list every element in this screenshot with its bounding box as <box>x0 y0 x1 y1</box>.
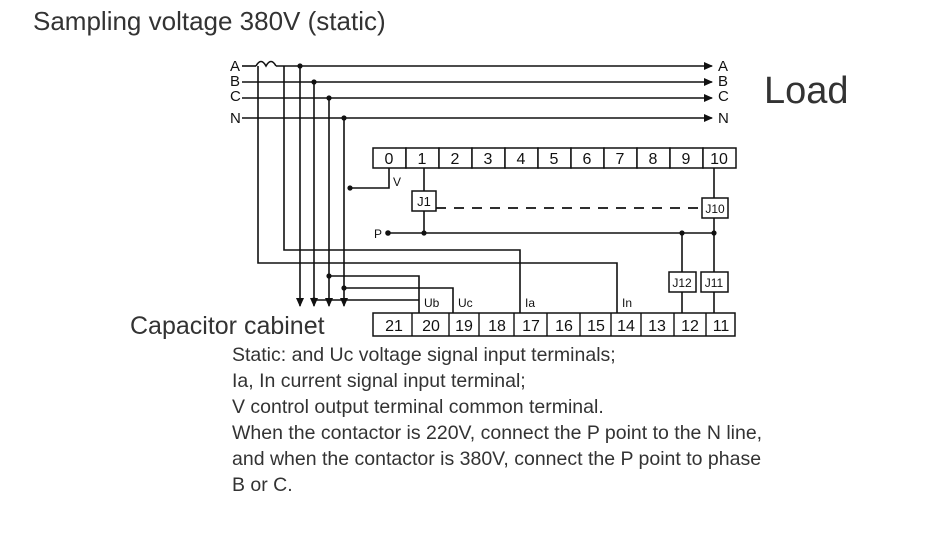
phase-a-out-label: A <box>718 58 728 75</box>
dot-p-j12 <box>679 230 685 236</box>
bottom-terminal-strip: 21 20 19 18 17 16 15 14 13 12 11 <box>372 312 736 337</box>
dot-b-sense <box>311 297 317 303</box>
junction-dots <box>297 63 717 303</box>
relay-j11: J11 <box>700 271 729 293</box>
dot-ub <box>326 273 332 279</box>
uc-wire <box>344 287 454 313</box>
bottom-terminal-label: 12 <box>681 318 699 335</box>
relay-j10-label: J10 <box>705 202 725 216</box>
v-point-label: V <box>393 175 401 189</box>
top-terminal-label: 6 <box>583 151 592 168</box>
note-line: Ia, In current signal input terminal; <box>232 370 526 392</box>
phase-b-in-label: B <box>230 73 240 90</box>
ub-wire <box>329 275 420 313</box>
v-common-wire <box>350 168 390 189</box>
note-line: and when the contactor is 380V, connect … <box>232 448 762 470</box>
note-line: Static: and Uc voltage signal input term… <box>232 344 616 366</box>
bottom-terminal-label: 17 <box>522 318 540 335</box>
dot-v <box>347 185 353 191</box>
ub-label: Ub <box>424 296 440 310</box>
phase-b-out-label: B <box>718 73 728 90</box>
ia-label: Ia <box>525 296 535 310</box>
notes-block: Static: and Uc voltage signal input term… <box>232 342 762 498</box>
uc-label: Uc <box>458 296 473 310</box>
top-terminal-label: 4 <box>517 151 526 168</box>
dot-p-j1 <box>421 230 427 236</box>
bottom-terminal-label: 18 <box>488 318 506 335</box>
top-terminal-label: 0 <box>385 151 394 168</box>
phase-c-in-label: C <box>230 88 241 105</box>
bottom-terminal-label: 21 <box>385 318 403 335</box>
bottom-terminal-label: 14 <box>617 318 635 335</box>
top-terminal-label: 1 <box>418 151 427 168</box>
relay-j1: J1 <box>411 190 437 212</box>
top-terminal-label: 2 <box>451 151 460 168</box>
dot-a <box>297 63 303 69</box>
top-terminal-label: 5 <box>550 151 559 168</box>
bottom-terminal-label: 16 <box>555 318 573 335</box>
phase-n-out-label: N <box>718 110 729 127</box>
relay-j12: J12 <box>668 271 697 293</box>
p-point-label: P <box>374 227 382 241</box>
diagram-title: Sampling voltage 380V (static) <box>33 6 386 36</box>
top-terminal-label: 10 <box>710 151 728 168</box>
relay-j1-label: J1 <box>417 194 431 209</box>
load-label: Load <box>764 70 849 112</box>
dot-p-j10 <box>711 230 717 236</box>
top-terminal-label: 9 <box>682 151 691 168</box>
ct-lead-in <box>257 66 618 313</box>
top-terminal-strip: 0 1 2 3 4 5 6 7 8 9 10 <box>372 147 737 169</box>
note-line: B or C. <box>232 474 293 496</box>
note-line: V control output terminal common termina… <box>232 396 604 418</box>
phase-n-in-label: N <box>230 110 241 127</box>
top-terminal-label: 7 <box>616 151 625 168</box>
bottom-terminal-label: 19 <box>455 318 473 335</box>
bottom-terminal-label: 11 <box>713 318 730 335</box>
dot-n <box>341 115 347 121</box>
bottom-terminal-label: 15 <box>587 318 605 335</box>
relay-j12-label: J12 <box>672 276 692 290</box>
in-label: In <box>622 296 632 310</box>
bottom-terminal-label: 20 <box>422 318 440 335</box>
ct-lead-ia <box>283 66 521 313</box>
relay-j11-label: J11 <box>705 276 724 290</box>
top-terminal-label: 3 <box>484 151 493 168</box>
relay-j10: J10 <box>701 197 729 219</box>
phase-bus-lines <box>242 60 715 313</box>
capacitor-cabinet-label: Capacitor cabinet <box>130 312 325 340</box>
top-terminal-label: 8 <box>649 151 658 168</box>
phase-c-out-label: C <box>718 88 729 105</box>
note-line: When the contactor is 220V, connect the … <box>232 422 763 444</box>
dot-p <box>385 230 391 236</box>
dot-b <box>311 79 317 85</box>
dot-c <box>326 95 332 101</box>
phase-a-in-label: A <box>230 58 240 75</box>
dot-uc <box>341 285 347 291</box>
current-transformer-coil <box>255 60 277 68</box>
bottom-terminal-label: 13 <box>648 318 666 335</box>
